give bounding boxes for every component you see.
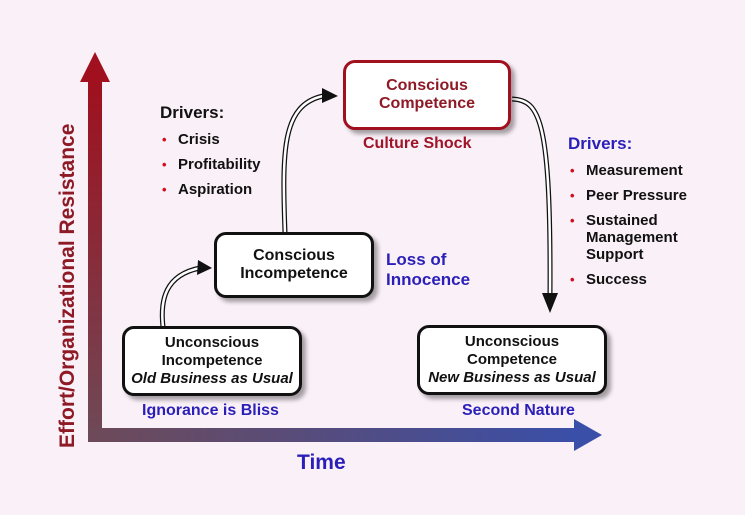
- stage-line: Conscious: [386, 77, 468, 94]
- arrow-stage3-to-stage4: [511, 96, 558, 313]
- stage-line: Unconscious: [464, 333, 560, 350]
- caption-second-nature: Second Nature: [462, 402, 575, 419]
- drivers-heading: Drivers:: [568, 134, 633, 153]
- y-axis: [80, 52, 110, 442]
- driver-label: Measurement: [586, 162, 683, 179]
- bullet-icon: •: [162, 182, 167, 197]
- bullet-icon: •: [570, 272, 575, 287]
- stage-line: Competence: [378, 95, 476, 112]
- stage-subtitle: Old Business as Usual: [131, 370, 293, 387]
- caption-line: Loss of: [386, 250, 447, 269]
- driver-item: • Measurement: [568, 162, 733, 179]
- y-axis-label: Effort/Organizational Resistance: [56, 123, 79, 448]
- caption-loss-of-innocence: Loss of Innocence: [386, 250, 470, 290]
- driver-label: Sustained Management Support: [586, 212, 678, 263]
- driver-item: • Peer Pressure: [568, 187, 733, 204]
- drivers-list: • Crisis • Profitability • Aspiration: [160, 131, 320, 198]
- arrow-stage2-to-stage3: [281, 88, 338, 234]
- stage-line: Incompetence: [161, 352, 263, 369]
- caption-ignorance-is-bliss: Ignorance is Bliss: [142, 402, 279, 419]
- caption-line: Innocence: [386, 270, 471, 289]
- x-axis-label: Time: [297, 451, 346, 474]
- stage-conscious-competence: Conscious Competence: [343, 60, 511, 130]
- arrow-stage1-to-stage2: [159, 260, 212, 328]
- driver-label: Aspiration: [178, 181, 253, 198]
- stage-unconscious-competence: Unconscious Competence New Business as U…: [417, 325, 607, 395]
- stage-subtitle: New Business as Usual: [428, 369, 596, 386]
- stage-unconscious-incompetence: Unconscious Incompetence Old Business as…: [122, 326, 302, 396]
- driver-item: • Sustained Management Support: [568, 212, 733, 263]
- driver-item: • Crisis: [160, 131, 320, 148]
- drivers-list: • Measurement • Peer Pressure • Sustained M…: [568, 162, 733, 288]
- driver-label: Profitability: [178, 156, 261, 173]
- driver-item: • Aspiration: [160, 181, 320, 198]
- stage-line: Unconscious: [164, 334, 260, 351]
- driver-label: Peer Pressure: [586, 187, 687, 204]
- x-axis: [88, 419, 602, 451]
- bullet-icon: •: [570, 163, 575, 178]
- bullet-icon: •: [570, 188, 575, 203]
- caption-culture-shock: Culture Shock: [363, 135, 472, 152]
- drivers-left: Drivers: • Crisis • Profitability • Aspirat…: [160, 103, 320, 206]
- bullet-icon: •: [162, 157, 167, 172]
- driver-label: Crisis: [178, 131, 220, 148]
- drivers-right: Drivers: • Measurement • Peer Pressure • Su…: [568, 134, 733, 296]
- driver-item: • Success: [568, 271, 733, 288]
- driver-item: • Profitability: [160, 156, 320, 173]
- stage-line: Incompetence: [240, 265, 348, 282]
- bullet-icon: •: [162, 132, 167, 147]
- stage-conscious-incompetence: Conscious Incompetence: [214, 232, 374, 298]
- bullet-icon: •: [570, 213, 575, 228]
- driver-label: Success: [586, 271, 647, 288]
- drivers-heading: Drivers:: [160, 103, 225, 122]
- stage-line: Competence: [466, 351, 558, 368]
- stage-line: Conscious: [253, 247, 335, 264]
